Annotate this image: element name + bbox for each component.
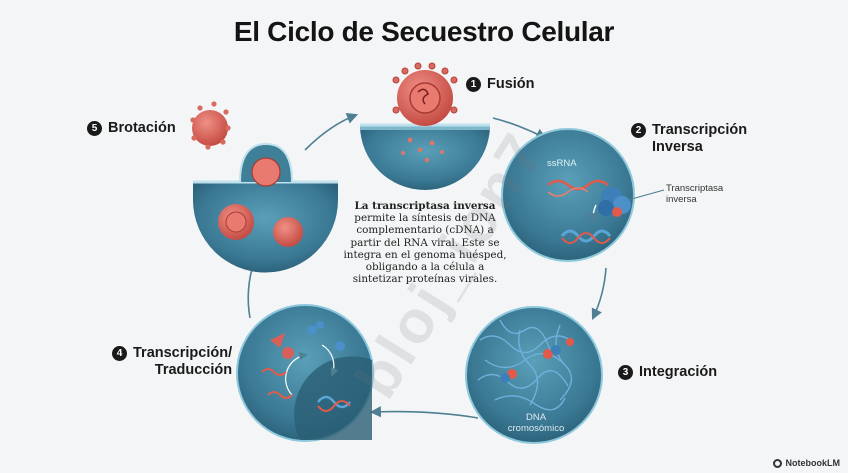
step-number: 5 — [87, 121, 102, 136]
notebooklm-logo-icon — [772, 458, 782, 468]
step-label: Transcripción Inversa — [652, 122, 748, 155]
step-label: Integración — [639, 364, 718, 380]
integration-illustration — [465, 306, 603, 444]
step-number: 1 — [466, 77, 481, 92]
reverse-transcription-illustration — [501, 128, 665, 262]
budding-illustration — [190, 101, 338, 273]
step-label: Fusión — [487, 76, 535, 92]
center-description-bold: La transcriptasa inversa — [354, 200, 496, 212]
step-number: 3 — [618, 365, 633, 380]
step-number: 2 — [631, 123, 646, 138]
step-fusion: 1 Fusión — [466, 76, 535, 93]
step-budding: 5 Brotación — [87, 120, 176, 137]
arrow-2-to-3 — [591, 267, 607, 321]
step-transcription-translation: 4 Transcripción/ Traducción — [112, 345, 232, 379]
step-label: Brotación — [108, 120, 176, 136]
page-title: El Ciclo de Secuestro Celular — [233, 16, 615, 47]
center-description-rest: permite la síntesis de DNA complementari… — [343, 212, 507, 286]
reverse-transcriptase-label: Transcriptasa inversa — [666, 183, 724, 205]
arrow-5-to-1 — [304, 112, 359, 151]
step-number: 4 — [112, 346, 127, 361]
step-reverse-transcription: 2 Transcripción Inversa — [631, 122, 747, 156]
center-description: La transcriptasa inversa permite la sínt… — [340, 200, 510, 285]
transcription-translation-illustration — [236, 304, 374, 442]
step-label: Transcripción/ Traducción — [133, 345, 233, 378]
cycle-arrows — [245, 112, 607, 419]
arrow-3-to-4 — [369, 406, 479, 419]
step-integration: 3 Integración — [618, 364, 717, 381]
chromosomal-dna-label: DNA cromosómico — [507, 412, 565, 434]
brand-badge: NotebookLM — [772, 458, 841, 468]
ssrna-label: ssRNA — [547, 158, 577, 169]
fusion-illustration — [360, 62, 490, 190]
brand-name: NotebookLM — [785, 458, 841, 468]
